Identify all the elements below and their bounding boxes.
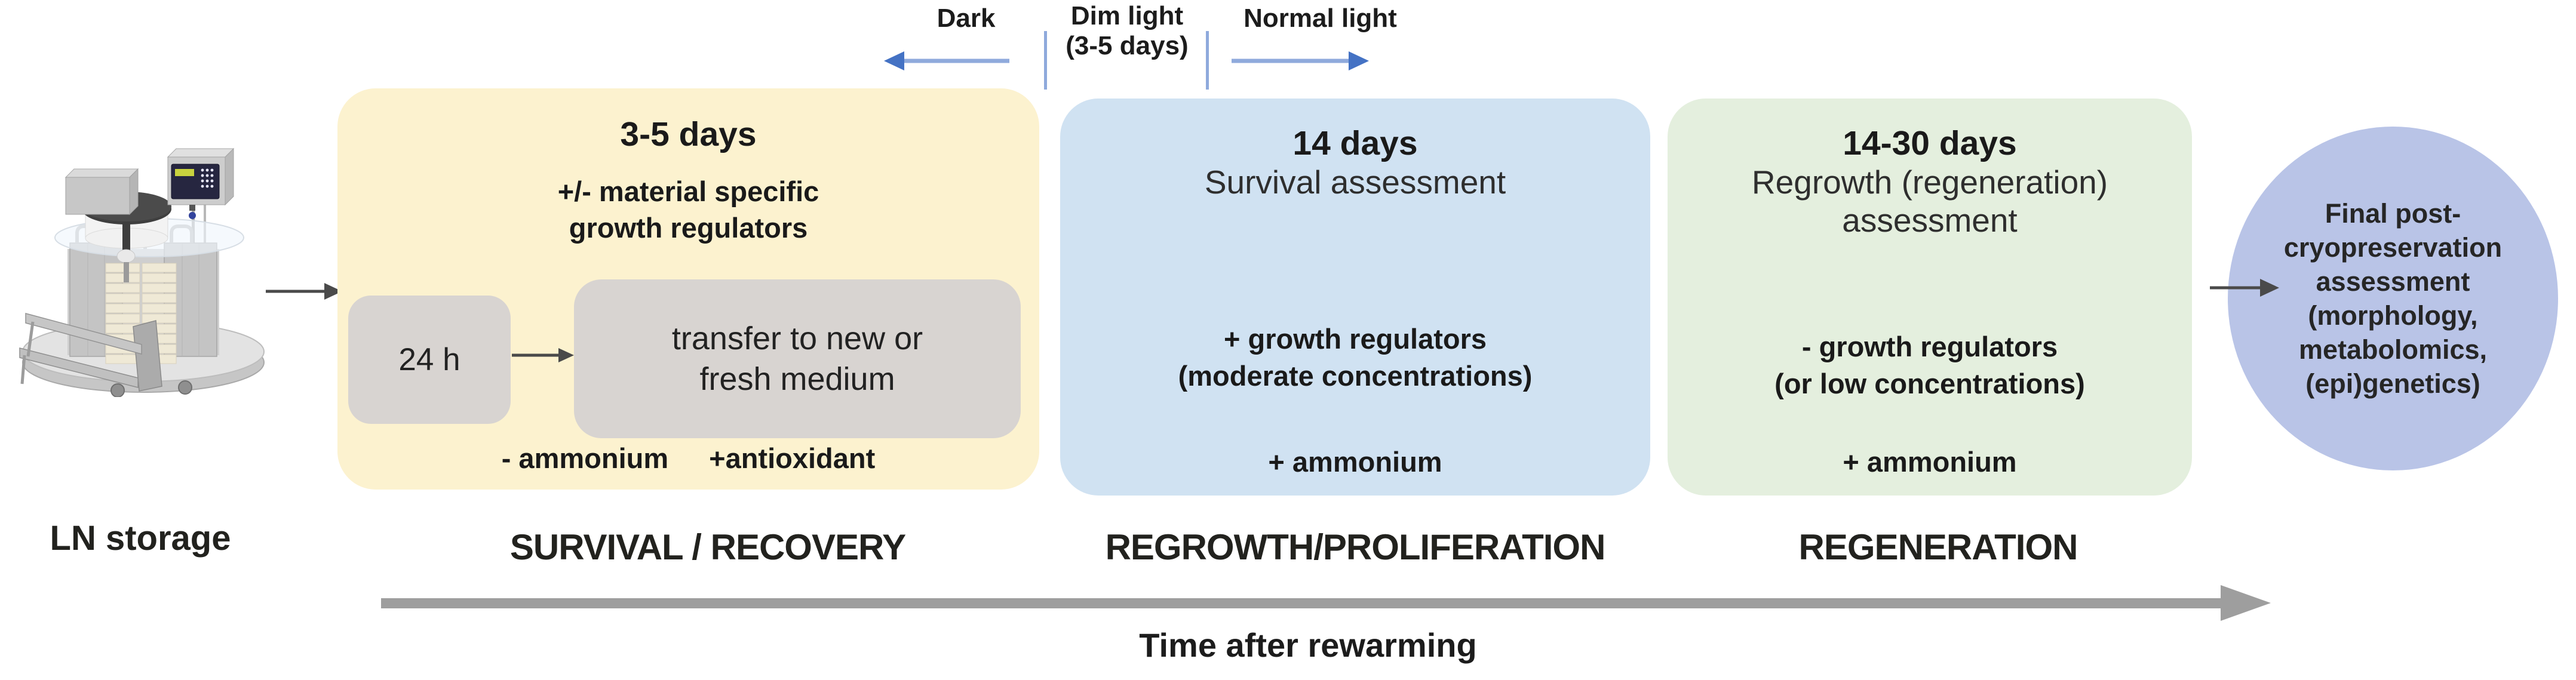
normal-light-right-arrow — [1232, 51, 1369, 70]
timeline-arrow — [381, 585, 2271, 621]
survival-growth-regulator-note: +/- material specific growth regulators — [557, 176, 819, 244]
regeneration-note-3: + ammonium — [1843, 446, 2017, 478]
final-assessment-circle: Final post- cryopreservation assessment … — [2228, 127, 2558, 470]
final-line-6: (epi)genetics) — [2305, 368, 2480, 399]
dim-light-line1: Dim light — [1070, 1, 1184, 30]
regeneration-phase-box: 14-30 days Regrowth (regeneration) asses… — [1668, 99, 2192, 496]
final-line-4: (morphology, — [2308, 300, 2478, 331]
final-line-3: assessment — [2316, 266, 2470, 297]
regeneration-duration: 14-30 days — [1843, 124, 2017, 162]
survival-assessment-subtitle: Survival assessment — [1204, 164, 1506, 201]
sample-box-towers — [105, 263, 177, 364]
24h-step-box: 24 h — [348, 296, 511, 424]
flow-arrow-regeneration-to-final — [2210, 279, 2279, 297]
regeneration-note-1: - growth regulators — [1801, 331, 2058, 362]
regrowth-note-2: (moderate concentrations) — [1178, 360, 1533, 392]
normal-light-condition-label: Normal light — [1244, 4, 1397, 33]
stage-label-survival-recovery: SURVIVAL / RECOVERY — [509, 527, 906, 567]
final-line-1: Final post- — [2325, 198, 2461, 229]
tank-wheels — [110, 380, 192, 397]
dark-left-arrow — [884, 51, 1009, 70]
regrowth-note-3: + ammonium — [1268, 446, 1442, 478]
final-line-2: cryopreservation — [2283, 232, 2503, 263]
final-line-5: metabolomics, — [2298, 334, 2488, 365]
dark-condition-label: Dark — [937, 4, 996, 33]
stage-label-regrowth-proliferation: REGROWTH/PROLIFERATION — [1105, 527, 1606, 567]
flow-arrow-24h-to-transfer — [512, 348, 574, 362]
dim-light-condition-label: Dim light (3-5 days) — [1049, 1, 1205, 61]
ln-storage-label: LN storage — [50, 519, 231, 558]
regrowth-assessment-subtitle: Regrowth (regeneration) assessment — [1751, 164, 2108, 239]
minus-ammonium-label: - ammonium — [501, 442, 669, 474]
timeline-label: Time after rewarming — [1139, 626, 1477, 664]
regrowth-proliferation-phase-box: 14 days Survival assessment + growth reg… — [1060, 99, 1650, 496]
flow-arrow-ln-to-survival — [266, 283, 342, 300]
stage-label-regeneration: REGENERATION — [1798, 527, 2078, 567]
survival-medium-adjustments: - ammonium +antioxidant — [337, 442, 1039, 475]
transfer-medium-step-box: transfer to new or fresh medium — [574, 279, 1021, 438]
regeneration-note-2: (or low concentrations) — [1774, 368, 2085, 399]
regrowth-duration: 14 days — [1292, 124, 1418, 162]
dim-light-line2: (3-5 days) — [1066, 31, 1189, 60]
regrowth-note-1: + growth regulators — [1223, 323, 1487, 355]
dim-light-divider-right — [1206, 31, 1209, 90]
survival-duration: 3-5 days — [620, 115, 757, 153]
tank-step-ladder — [19, 313, 162, 392]
dim-light-divider-left — [1044, 31, 1047, 90]
plus-antioxidant-label: +antioxidant — [709, 442, 876, 474]
tank-control-unit — [167, 147, 235, 219]
ln-tank-illustration — [19, 147, 265, 397]
survival-recovery-phase-box: 3-5 days +/- material specific growth re… — [337, 88, 1039, 490]
